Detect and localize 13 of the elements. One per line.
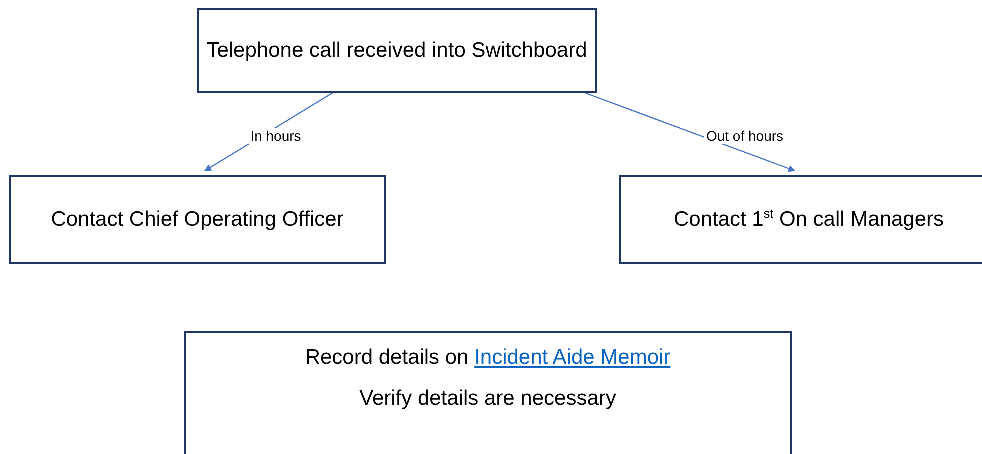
text-line: Record details on Incident Aide Memoir (305, 345, 671, 370)
edge-label: Out of hours (704, 128, 786, 144)
box-text: Telephone call received into Switchboard (206, 38, 588, 64)
process-box (619, 175, 982, 264)
edge-label: In hours (248, 128, 304, 144)
process-box (9, 175, 386, 264)
box-text: Contact 1$^{st}$ On call Managers (674, 206, 944, 232)
arrow (584, 92, 796, 172)
process-box (184, 331, 792, 454)
process-box (197, 8, 597, 93)
link: Incident Aide Memoir (474, 346, 671, 369)
box-text: Verify details are necessary (360, 386, 616, 412)
box-text: Contact Chief Operating Officer (51, 206, 344, 232)
